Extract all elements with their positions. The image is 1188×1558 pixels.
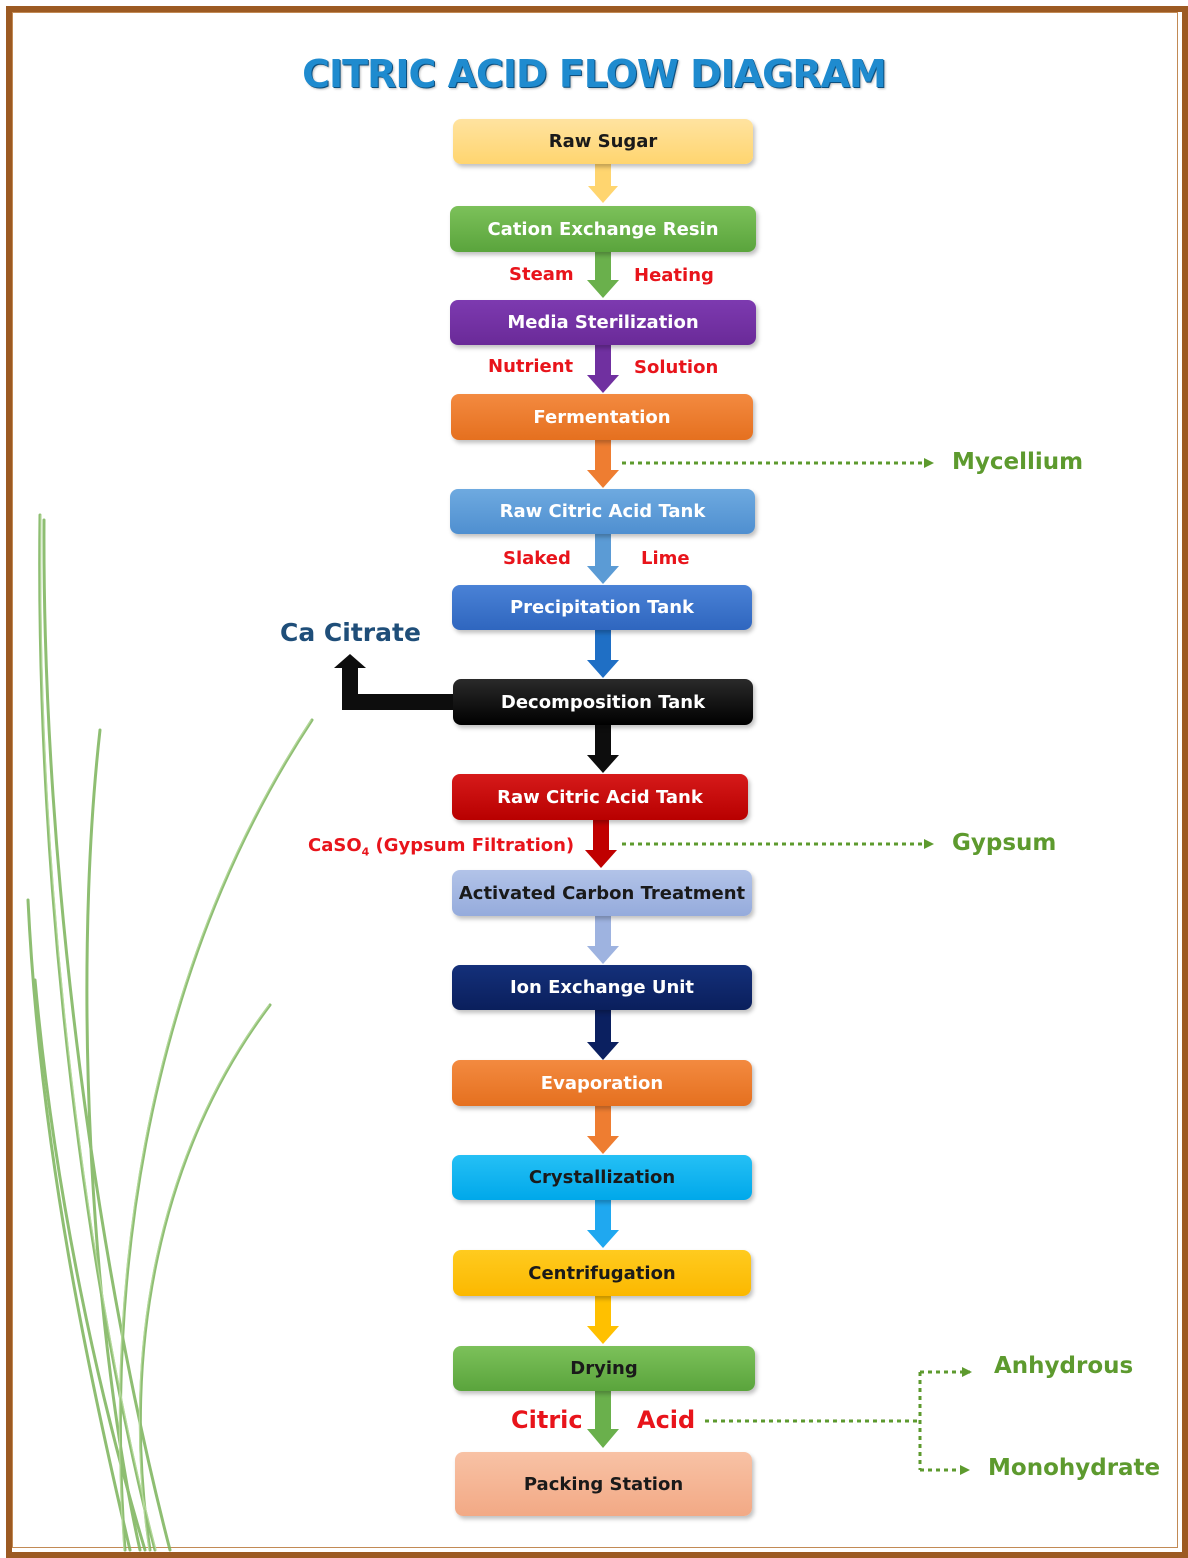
step-label: Raw Citric Acid Tank (499, 501, 706, 522)
label-heating: Heating (634, 265, 714, 286)
down-arrow-13 (587, 1296, 619, 1344)
down-arrow-14 (587, 1391, 619, 1448)
down-arrow-4 (587, 440, 619, 488)
step-label: Evaporation (540, 1072, 664, 1094)
step-precipitation-tank: Precipitation Tank (452, 585, 752, 630)
step-label: Drying (570, 1358, 638, 1379)
citric-acid-split-connector (705, 1367, 972, 1475)
label-citric: Citric (511, 1406, 583, 1434)
step-label: Crystallization (528, 1167, 676, 1188)
down-arrow-9 (587, 916, 619, 964)
step-fermentation: Fermentation (451, 394, 753, 440)
step-drying: Drying (453, 1346, 755, 1391)
down-arrow-7 (587, 725, 619, 773)
label-steam: Steam (509, 264, 574, 285)
step-label: Media Sterilization (507, 312, 699, 333)
label-acid: Acid (637, 1406, 696, 1434)
step-packing-station: Packing Station (455, 1452, 752, 1516)
step-ion-exchange-unit: Ion Exchange Unit (452, 965, 752, 1010)
step-centrifugation: Centrifugation (453, 1250, 751, 1296)
step-media-sterilization: Media Sterilization (450, 300, 756, 345)
step-raw-citric-acid-tank-1: Raw Citric Acid Tank (450, 489, 755, 534)
label-solution: Solution (634, 357, 719, 378)
label-lime: Lime (641, 548, 690, 569)
caso4-filtration: (Gypsum Filtration) (369, 835, 575, 856)
output-mycellium: Mycellium (952, 449, 1084, 475)
down-arrow-12 (587, 1200, 619, 1248)
label-nutrient: Nutrient (488, 356, 574, 377)
ca-citrate-arrow (334, 654, 454, 710)
step-label: Raw Sugar (548, 131, 658, 152)
down-arrow-5 (587, 534, 619, 584)
step-label: Centrifugation (528, 1262, 676, 1284)
down-arrow-2 (587, 252, 619, 298)
page-title: CITRIC ACID FLOW DIAGRAM (302, 52, 887, 96)
step-label: Ion Exchange Unit (509, 977, 695, 998)
step-decomposition-tank: Decomposition Tank (453, 679, 753, 725)
step-cation-exchange-resin: Cation Exchange Resin (450, 206, 756, 252)
down-arrow-10 (587, 1010, 619, 1060)
step-label: Precipitation Tank (509, 597, 695, 618)
caso4-formula: CaSO (308, 835, 362, 856)
step-label: Cation Exchange Resin (487, 218, 719, 240)
step-raw-citric-acid-tank-2: Raw Citric Acid Tank (452, 774, 748, 820)
step-crystallization: Crystallization (452, 1155, 752, 1200)
down-arrow-8 (585, 820, 617, 868)
step-raw-sugar: Raw Sugar (453, 119, 753, 164)
step-activated-carbon-treatment: Activated Carbon Treatment (452, 870, 752, 916)
down-arrow-1 (588, 164, 618, 203)
output-anhydrous: Anhydrous (994, 1353, 1134, 1379)
step-label: Packing Station (523, 1473, 684, 1495)
output-monohydrate: Monohydrate (988, 1455, 1161, 1481)
label-caso4: CaSO4 (Gypsum Filtration) (308, 835, 574, 859)
down-arrow-6 (587, 630, 619, 678)
down-arrow-3 (587, 345, 619, 393)
label-slaked: Slaked (503, 548, 571, 569)
step-label: Fermentation (533, 406, 671, 428)
step-evaporation: Evaporation (452, 1060, 752, 1106)
step-label: Raw Citric Acid Tank (497, 786, 703, 808)
caso4-subscript: 4 (361, 845, 370, 859)
step-label: Activated Carbon Treatment (458, 882, 746, 904)
page-border (6, 6, 1188, 1558)
output-gypsum: Gypsum (952, 830, 1057, 856)
output-ca-citrate: Ca Citrate (280, 618, 421, 647)
step-label: Decomposition Tank (500, 691, 706, 713)
down-arrow-11 (587, 1106, 619, 1154)
